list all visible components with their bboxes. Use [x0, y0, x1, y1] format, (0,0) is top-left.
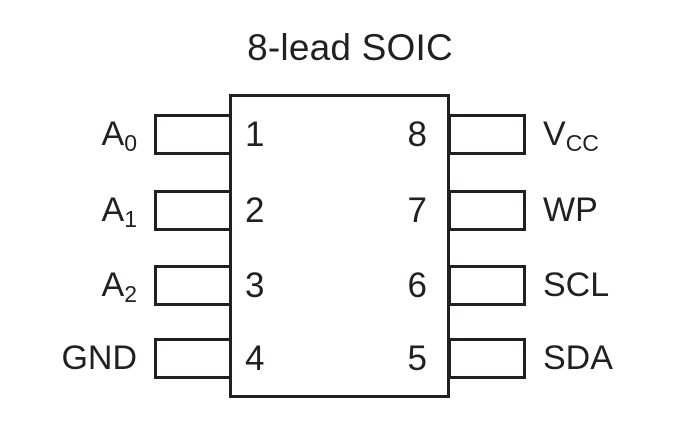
- pin-lead-7: [448, 190, 526, 231]
- pin-label-gnd: GND: [61, 338, 137, 379]
- pin-number-4: 4: [245, 339, 265, 378]
- pin-label-vcc: VCC: [543, 114, 599, 155]
- pin-label-a0: A0: [102, 114, 137, 155]
- pin-number-8: 8: [407, 115, 427, 154]
- pin-label-a1-text: A: [101, 191, 125, 229]
- pin-label-scl: SCL: [543, 265, 609, 306]
- pin-label-wp: WP: [543, 190, 598, 231]
- pin-number-6: 6: [407, 266, 427, 305]
- pin-label-a0-text: A: [101, 115, 125, 153]
- pin-label-vcc-text: V: [543, 115, 566, 153]
- pin-lead-1: [154, 114, 232, 155]
- pin-number-2: 2: [245, 191, 265, 230]
- pin-lead-3: [154, 265, 232, 306]
- pin-lead-5: [448, 338, 526, 379]
- pin-number-7: 7: [407, 191, 427, 230]
- pin-label-vcc-subscript: CC: [565, 130, 599, 156]
- pin-lead-2: [154, 190, 232, 231]
- pin-label-sda: SDA: [543, 338, 613, 379]
- pin-lead-6: [448, 265, 526, 306]
- pin-label-a2: A2: [102, 265, 137, 306]
- pin-label-sda-text: SDA: [543, 339, 613, 377]
- pin-label-a0-subscript: 0: [124, 130, 137, 156]
- pin-number-3: 3: [245, 266, 265, 305]
- pin-lead-8: [448, 114, 526, 155]
- pin-label-a1-subscript: 1: [124, 206, 137, 232]
- pin-label-wp-text: WP: [543, 191, 598, 229]
- package-body-outline: [229, 94, 450, 398]
- page-title: 8-lead SOIC: [247, 27, 453, 68]
- pin-label-a2-text: A: [101, 266, 125, 304]
- pin-number-1: 1: [245, 115, 265, 154]
- pin-number-5: 5: [407, 339, 427, 378]
- pin-lead-4: [154, 338, 232, 379]
- pin-label-gnd-text: GND: [61, 339, 137, 377]
- pin-label-a1: A1: [102, 190, 137, 231]
- pin-label-a2-subscript: 2: [124, 281, 137, 307]
- pin-label-scl-text: SCL: [543, 266, 610, 304]
